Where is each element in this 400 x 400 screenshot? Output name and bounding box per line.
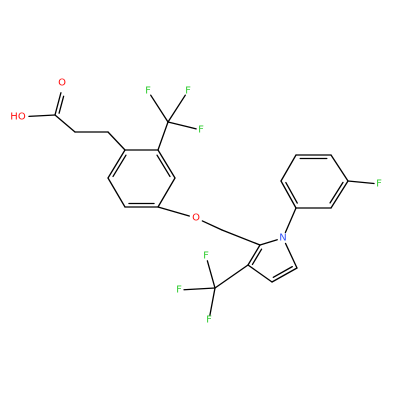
atom-label-layer: O HO O N F F F F F F F bbox=[10, 78, 382, 326]
bond-a2-a3-2 bbox=[156, 154, 171, 178]
bond-cf3a-fta bbox=[150, 94, 169, 123]
bond-pn-b1 bbox=[284, 207, 297, 234]
atom-f-bottom-3: F bbox=[206, 315, 212, 326]
bond-cf3a-ftb bbox=[167, 94, 186, 123]
atom-o-ether: O bbox=[192, 213, 200, 224]
bond-p3-p2 bbox=[247, 244, 261, 266]
bond-c1-ho bbox=[28, 114, 56, 118]
atom-o-hydroxyl: HO bbox=[10, 112, 26, 123]
bond-c1-c2-2 bbox=[58, 95, 65, 114]
atom-n-pyrrole: N bbox=[279, 233, 286, 244]
bond-b1-b2-2 bbox=[285, 181, 298, 204]
bond-p4-p3 bbox=[247, 264, 273, 283]
bond-cf3b-fba bbox=[206, 260, 216, 289]
bond-b5-fa bbox=[347, 180, 375, 185]
bond-cf3b-fbc bbox=[209, 287, 216, 316]
bond-p2-pn bbox=[259, 239, 278, 246]
atom-f-aryl: F bbox=[376, 179, 382, 190]
bond-a2-cf3a bbox=[157, 121, 169, 151]
bond-p5-p4 bbox=[271, 267, 298, 283]
atom-o-carbonyl: O bbox=[58, 78, 66, 89]
bond-cf3b-fbb bbox=[183, 287, 216, 291]
bond-b5-b6-2 bbox=[329, 181, 344, 204]
atom-f-top-1: F bbox=[145, 86, 151, 97]
bond-c4-a1 bbox=[107, 131, 126, 151]
bond-a3-a4 bbox=[157, 177, 176, 208]
bond-cf3a-ftc bbox=[167, 121, 197, 130]
bond-p3-cf3b bbox=[214, 264, 249, 289]
bond-c1-c3 bbox=[54, 114, 76, 133]
bond-a5-a6 bbox=[107, 177, 126, 208]
bond-b2-b3 bbox=[280, 154, 297, 182]
bond-b5-b6 bbox=[330, 180, 349, 209]
bond-c1-c2 bbox=[54, 92, 62, 116]
bond-p3-p2-2 bbox=[251, 248, 263, 266]
atom-f-bottom-2: F bbox=[176, 285, 182, 296]
bond-p5-p4-2 bbox=[272, 265, 293, 278]
bond-a4-oe bbox=[157, 206, 190, 217]
bond-a6-a1-2 bbox=[112, 154, 127, 178]
bond-a6-a1 bbox=[107, 149, 126, 179]
bond-pn-p5 bbox=[284, 242, 298, 269]
atom-f-top-3: F bbox=[198, 125, 204, 136]
bond-oe-ch2 bbox=[201, 220, 223, 231]
bond-ch2-p2 bbox=[221, 229, 261, 246]
atom-f-bottom-1: F bbox=[203, 251, 209, 262]
bond-a2-a3 bbox=[157, 149, 176, 179]
bond-b4-b5 bbox=[330, 154, 349, 182]
bond-layer bbox=[28, 92, 375, 316]
atom-f-top-2: F bbox=[185, 86, 191, 97]
bond-b1-b2 bbox=[280, 180, 297, 209]
